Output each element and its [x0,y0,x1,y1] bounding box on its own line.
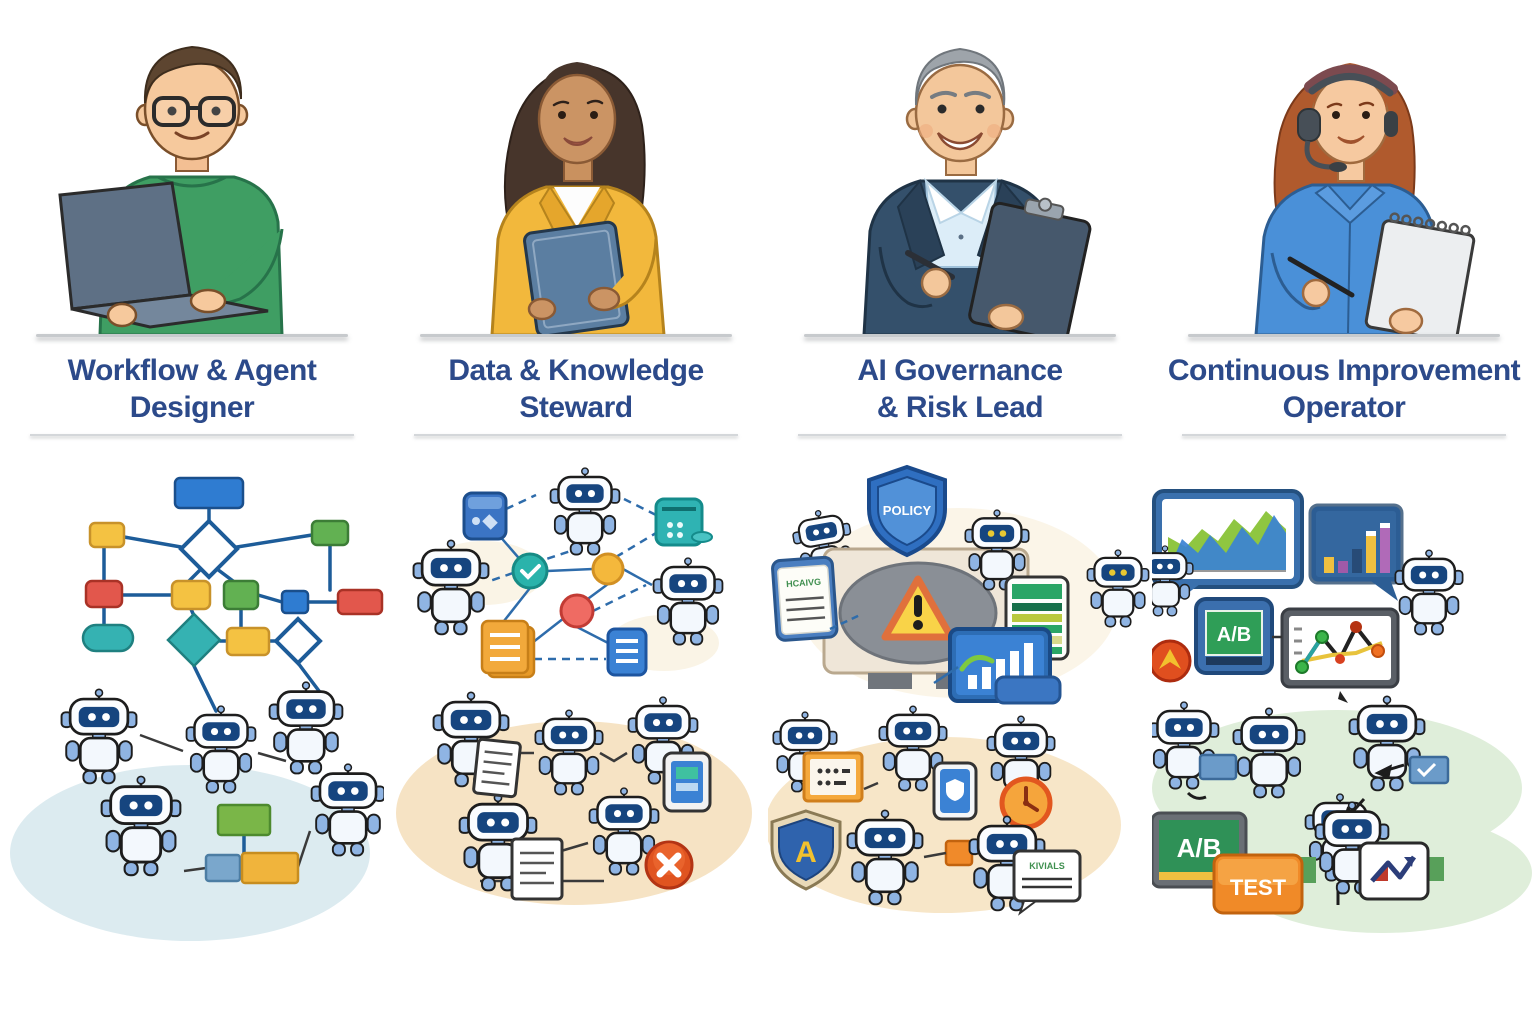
yellow-node-icon [591,552,625,586]
blob-background [10,765,370,941]
column-ai-governance-risk-lead: AI Governance & Risk Lead [768,0,1152,1024]
policy-shield-label: POLICY [883,503,932,518]
persona-illustration-governance [768,14,1152,336]
alert-arrow-icon [1152,639,1192,683]
check-node-icon [511,552,549,590]
rules-sign-icon [802,751,864,803]
governance-doc-label: HCAIVG [786,577,822,589]
pipeline-connector [1428,857,1444,881]
title-divider [414,434,738,436]
chat-panel-icon [994,675,1062,705]
role-title-governance: AI Governance & Risk Lead [772,352,1148,426]
audit-shield-label: A [795,836,817,869]
operator-person [1254,63,1476,336]
handoff-panel [1198,753,1238,781]
data-node-icons [462,491,713,679]
title-line-2: Designer [129,391,255,424]
check-panel [1408,755,1450,785]
governance-doc: HCAIVG [771,555,839,642]
glasses-icon [152,96,190,127]
shield-tablet-icon [932,761,978,821]
figure-governance: HCAIVG POLICY [768,448,1152,978]
man-laptop-illustration [58,45,284,336]
robot-links [139,733,312,873]
role-title-steward: Data & Knowledge Steward [388,352,764,426]
robot-icon [549,467,621,556]
role-title-designer: Workflow & Agent Designer [4,352,380,426]
persona-illustration-designer [0,14,384,336]
handoff-box [944,839,974,867]
headset-band-icon [1304,64,1398,95]
notepad [1364,212,1476,336]
policy-shield: POLICY [867,464,947,558]
title-line-2: Steward [519,391,633,424]
steward-person [490,62,666,336]
title-line-2: Operator [1282,391,1406,424]
flowchart-nodes [81,476,384,668]
headset-mic-icon [1304,140,1333,170]
woman-tablet-illustration [490,62,666,336]
table-edge [804,334,1116,337]
column-data-knowledge-steward: Data & Knowledge Steward [384,0,768,1024]
title-line-1: AI Governance [857,354,1063,387]
bar-chart-bubble [1308,503,1404,601]
headset-earcup-icon [1297,108,1321,142]
robot-icon [1394,549,1464,636]
title-divider [1182,434,1506,436]
title-line-1: Workflow & Agent [67,354,317,387]
title-divider [30,434,354,436]
error-x-icon [644,840,694,890]
governance-person [862,47,1092,336]
table-edge [420,334,732,337]
table-edge [36,334,348,337]
column-continuous-improvement-operator: Continuous Improvement Operator [1152,0,1536,1024]
persona-illustration-operator [1152,14,1536,336]
designer-person [58,45,284,336]
audit-note-label: KIVIALS [1029,861,1065,871]
red-node-icon [559,593,595,629]
handoff-boxes [204,803,300,885]
shared-doc-icon [510,837,564,901]
laptop-screen [58,181,192,311]
audit-note: KIVIALS [1012,849,1082,916]
woman-headset-illustration [1254,63,1476,336]
figure-workflow [0,448,384,978]
improvement-illustration: A/B [1152,489,1532,933]
title-line-1: Data & Knowledge [448,354,704,387]
flowchart-robots-illustration [10,476,384,941]
knowledge-network-illustration [396,467,752,905]
figure-improvement: A/B [1152,448,1536,978]
ab-board-label: A/B [1177,833,1222,863]
persona-illustration-steward [384,14,768,336]
man-clipboard-illustration [862,47,1092,336]
test-sign: TEST [1212,853,1304,915]
hair [143,45,243,104]
role-title-operator: Continuous Improvement Operator [1156,352,1532,426]
line-chart-panel [1280,607,1400,689]
tablet-icon [662,751,712,813]
pen [1287,256,1355,298]
trend-card-icon [1358,841,1430,901]
table-edge [1188,334,1500,337]
shared-doc-icon [472,737,522,799]
figure-knowledge-network [384,448,768,978]
ab-screen-label: A/B [1217,624,1251,646]
governance-illustration: HCAIVG POLICY [768,464,1150,916]
test-sign-label: TEST [1230,875,1287,900]
gray-hair [914,47,1006,106]
title-line-2: & Risk Lead [876,391,1044,424]
title-divider [798,434,1122,436]
audit-shield: A [770,809,842,891]
title-line-1: Continuous Improvement [1167,354,1521,387]
column-workflow-agent-designer: Workflow & Agent Designer [0,0,384,1024]
robot-icon [60,688,138,785]
ab-screen: A/B [1194,597,1274,675]
